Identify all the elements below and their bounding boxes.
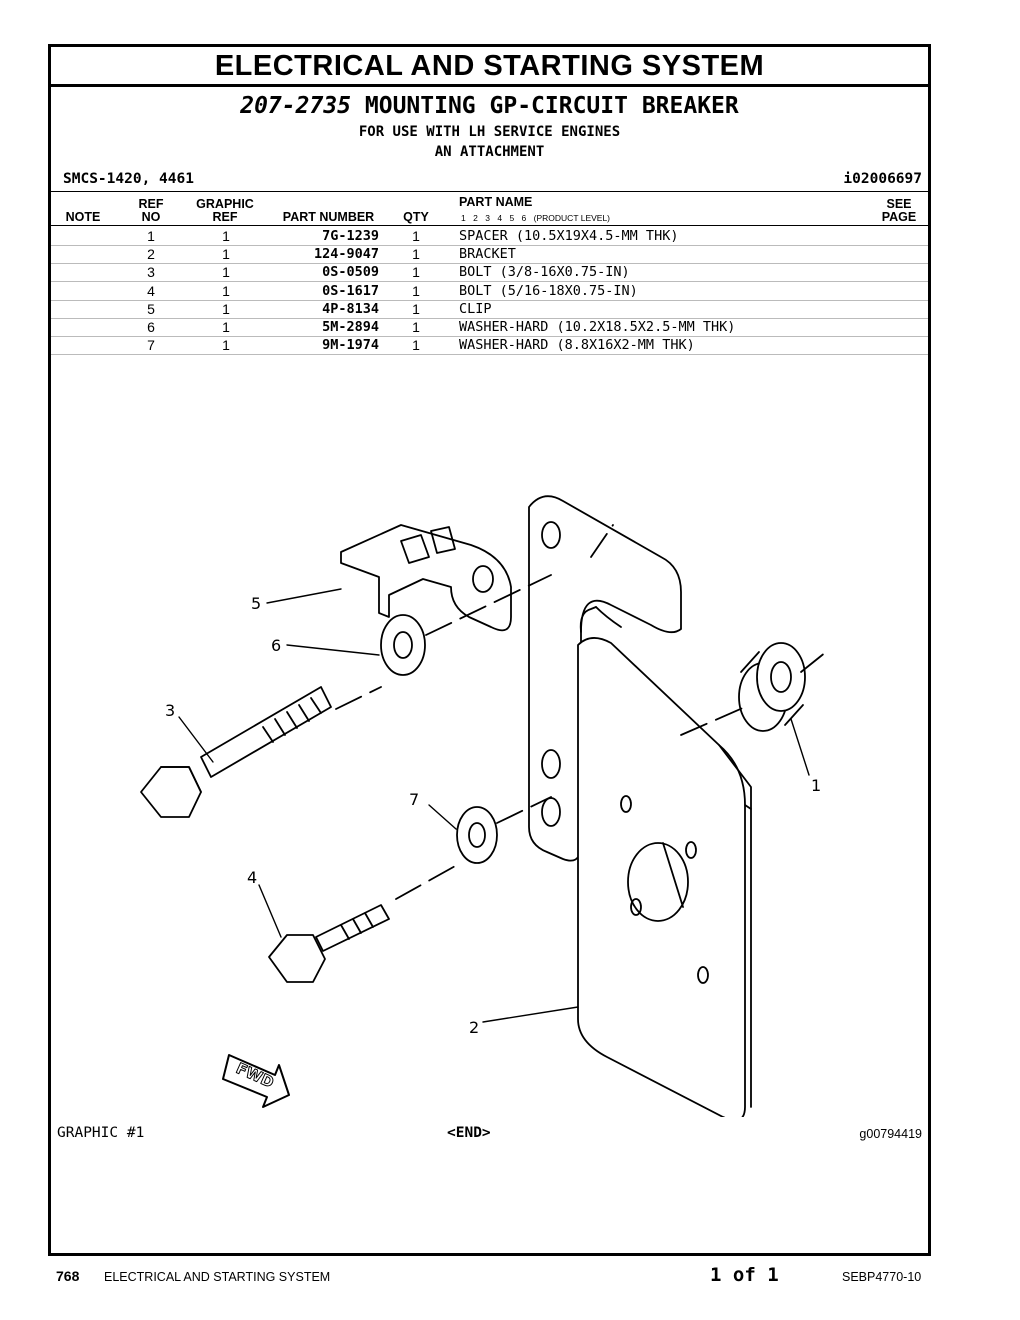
table-row: 1 1 7G-1239 1 SPACER (10.5X19X4.5-MM THK) bbox=[51, 227, 928, 246]
callout-6: 6 bbox=[271, 636, 281, 655]
bolt-3-part bbox=[140, 686, 332, 818]
part-number-cell: 4P-8134 bbox=[322, 300, 379, 317]
table-row: 5 1 4P-8134 1 CLIP bbox=[51, 300, 928, 319]
callout-4: 4 bbox=[247, 868, 257, 887]
col-qty: QTY bbox=[403, 210, 429, 224]
footer-page-of: 1 of 1 bbox=[710, 1264, 779, 1286]
ref-no-cell: 1 bbox=[147, 228, 155, 244]
title-rule bbox=[51, 84, 928, 87]
part-number-cell: 0S-0509 bbox=[322, 264, 379, 281]
part-name-cell: BRACKET bbox=[459, 246, 516, 263]
graphic-ref-cell: 1 bbox=[222, 319, 230, 335]
graphic-image-id: g00794419 bbox=[859, 1127, 922, 1141]
ref-no-cell: 4 bbox=[147, 282, 155, 299]
qty-cell: 1 bbox=[412, 228, 420, 244]
col-part-name: PART NAME bbox=[459, 195, 533, 209]
product-levels: 1 2 3 4 5 6 (PRODUCT LEVEL) bbox=[461, 213, 611, 223]
ref-no-cell: 6 bbox=[147, 319, 155, 335]
smcs-code: SMCS-1420, 4461 bbox=[63, 171, 194, 187]
part-name-cell: BOLT (3/8-16X0.75-IN) bbox=[459, 264, 630, 281]
part-number-cell: 9M-1974 bbox=[322, 337, 379, 354]
qty-cell: 1 bbox=[412, 264, 420, 281]
qty-cell: 1 bbox=[412, 246, 420, 263]
subtitle-attachment: AN ATTACHMENT bbox=[434, 144, 545, 160]
graphic-ref-cell: 1 bbox=[222, 337, 230, 354]
graphic-ref-cell: 1 bbox=[222, 282, 230, 299]
graphic-ref-cell: 1 bbox=[222, 228, 230, 244]
col-part-number: PART NUMBER bbox=[282, 210, 375, 224]
callout-3: 3 bbox=[165, 701, 175, 720]
bolt-4-part bbox=[268, 904, 390, 983]
washer-6-part bbox=[380, 614, 426, 676]
table-row: 3 1 0S-0509 1 BOLT (3/8-16X0.75-IN) bbox=[51, 263, 928, 283]
ref-no-cell: 7 bbox=[147, 337, 155, 354]
part-number-cell: 0S-1617 bbox=[322, 282, 379, 299]
document-ident: i02006697 bbox=[843, 171, 922, 187]
qty-cell: 1 bbox=[412, 282, 420, 299]
system-title: ELECTRICAL AND STARTING SYSTEM bbox=[214, 50, 765, 82]
callout-2: 2 bbox=[469, 1018, 479, 1037]
callout-5: 5 bbox=[251, 594, 261, 613]
ref-no-cell: 5 bbox=[147, 300, 155, 317]
table-row: 2 1 124-9047 1 BRACKET bbox=[51, 245, 928, 265]
table-row: 7 1 9M-1974 1 WASHER-HARD (8.8X16X2-MM THK) bbox=[51, 336, 928, 356]
callout-7: 7 bbox=[409, 790, 419, 809]
qty-cell: 1 bbox=[412, 300, 420, 317]
assembly-lines bbox=[335, 524, 827, 900]
footer-page-number: 768 bbox=[56, 1268, 80, 1284]
graphic-ref-cell: 1 bbox=[222, 300, 230, 317]
callout-1: 1 bbox=[811, 776, 821, 795]
leader-lines bbox=[178, 588, 810, 1023]
part-name-cell: SPACER (10.5X19X4.5-MM THK) bbox=[459, 228, 679, 244]
group-number: 207-2735 bbox=[240, 93, 352, 119]
part-number-cell: 5M-2894 bbox=[322, 319, 379, 335]
spacer-part bbox=[738, 642, 806, 732]
callouts: 5 6 3 4 7 1 2 bbox=[165, 594, 821, 1037]
page-frame: ELECTRICAL AND STARTING SYSTEM 207-2735 … bbox=[48, 44, 931, 1256]
bracket-part bbox=[528, 495, 752, 1117]
table-header-rule bbox=[51, 225, 928, 226]
group-title: 207-2735 MOUNTING GP-CIRCUIT BREAKER bbox=[51, 93, 928, 119]
part-name-cell: CLIP bbox=[459, 300, 492, 317]
end-marker: <END> bbox=[447, 1125, 491, 1141]
group-name: MOUNTING GP-CIRCUIT BREAKER bbox=[364, 93, 739, 119]
clip-part bbox=[340, 524, 512, 632]
ref-no-cell: 2 bbox=[147, 246, 155, 263]
part-number-cell: 7G-1239 bbox=[322, 228, 379, 244]
table-row: 6 1 5M-2894 1 WASHER-HARD (10.2X18.5X2.5-MM … bbox=[51, 318, 928, 337]
exploded-view-graphic: FWD 5 6 3 4 7 1 2 bbox=[140, 495, 827, 1117]
graphic-label: GRAPHIC #1 bbox=[57, 1125, 145, 1141]
graphic-ref-cell: 1 bbox=[222, 264, 230, 281]
part-name-cell: WASHER-HARD (8.8X16X2-MM THK) bbox=[459, 337, 695, 354]
table-row: 4 1 0S-1617 1 BOLT (5/16-18X0.75-IN) bbox=[51, 282, 928, 301]
qty-cell: 1 bbox=[412, 337, 420, 354]
washer-7-part bbox=[456, 806, 498, 864]
qty-cell: 1 bbox=[412, 319, 420, 335]
part-name-cell: WASHER-HARD (10.2X18.5X2.5-MM THK) bbox=[459, 319, 736, 335]
fwd-arrow-icon: FWD bbox=[222, 1054, 290, 1108]
col-note: NOTE bbox=[65, 210, 101, 224]
ref-no-cell: 3 bbox=[147, 264, 155, 281]
graphic-ref-cell: 1 bbox=[222, 246, 230, 263]
header-rule bbox=[51, 191, 928, 192]
part-number-cell: 124-9047 bbox=[313, 246, 379, 263]
footer-system: ELECTRICAL AND STARTING SYSTEM bbox=[104, 1270, 331, 1284]
subtitle-usage: FOR USE WITH LH SERVICE ENGINES bbox=[358, 124, 621, 140]
part-name-cell: BOLT (5/16-18X0.75-IN) bbox=[459, 282, 638, 299]
footer-document-number: SEBP4770-10 bbox=[842, 1270, 922, 1284]
